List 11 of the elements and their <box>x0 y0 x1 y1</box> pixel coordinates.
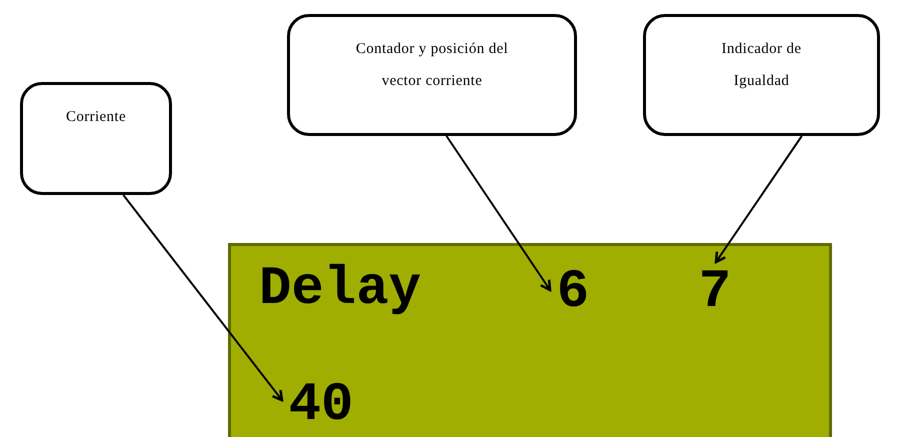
arrow <box>446 135 552 292</box>
callout-box: Corriente <box>20 82 172 195</box>
callout-box: Contador y posición del vector corriente <box>287 14 577 136</box>
lcd-digits: 40 <box>285 378 357 434</box>
lcd-digits: 6 <box>553 265 593 321</box>
lcd-display <box>228 243 832 437</box>
lcd-text: Delay <box>259 262 422 318</box>
arrow <box>122 194 284 402</box>
arrow <box>714 135 803 264</box>
lcd-digits: 7 <box>695 265 735 321</box>
callout-box: Indicador de Igualdad <box>643 14 880 136</box>
